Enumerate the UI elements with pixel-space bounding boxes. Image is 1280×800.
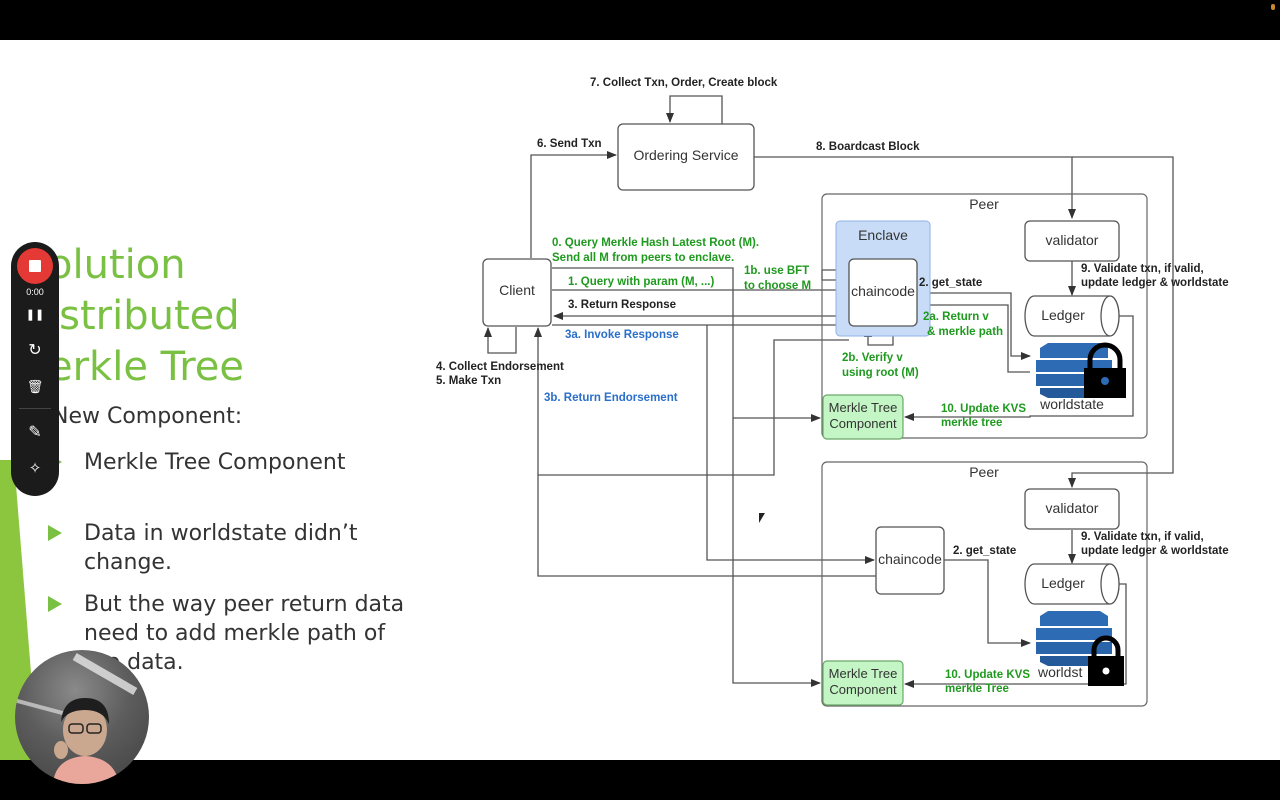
label-step0-line1: 0. Query Merkle Hash Latest Root (M).	[552, 237, 759, 249]
title-line-2: istributed	[48, 293, 240, 339]
arrow-step10-peer1	[904, 315, 1134, 421]
lock-icon	[1088, 635, 1124, 686]
merkle2-label-line2: Component	[829, 682, 897, 697]
pause-icon[interactable]: ❚❚	[25, 309, 45, 321]
label-step1: 1. Query with param (M, ...)	[568, 276, 715, 288]
label-step9-peer2-line1: 9. Validate txn, if valid,	[1081, 531, 1204, 543]
arrow-step3a-peer2	[706, 325, 875, 564]
presentation-slide: olution istributed erkle Tree New Compon…	[0, 40, 1280, 760]
merkle-tree-component-2	[822, 660, 904, 706]
lock-icon	[1084, 342, 1126, 398]
validator2-node	[1024, 488, 1120, 530]
peer2-label: Peer	[969, 464, 999, 480]
label-step10-peer2-line2: merkle Tree	[945, 683, 1009, 695]
chaincode2-label: chaincode	[878, 551, 942, 567]
arrow-step2-peer2	[943, 559, 1031, 647]
arrow-step3b-peer2	[534, 327, 876, 577]
label-step10-peer1-line2: merkle tree	[941, 417, 1002, 429]
arrow-step8-peer1	[754, 156, 1076, 219]
label-step9-peer1-line1: 9. Validate txn, if valid,	[1081, 263, 1204, 275]
title-line-3: erkle Tree	[48, 344, 244, 390]
merkle1-label-line1: Merkle Tree	[829, 400, 898, 415]
merkle1-label-line2: Component	[829, 416, 897, 431]
webcam-overlay[interactable]	[15, 650, 149, 784]
label-step9-peer2-line2: update ledger & worldstate	[1081, 545, 1229, 557]
arrow-step6	[530, 151, 617, 258]
validator1-label: validator	[1046, 232, 1099, 248]
client-label: Client	[499, 282, 535, 298]
label-step3a: 3a. Invoke Response	[565, 329, 679, 341]
label-step2a-line1: 2a. Return v	[923, 311, 989, 323]
arrow-step0	[552, 267, 821, 422]
presenter-video-frame	[15, 653, 138, 784]
slide-title: olution istributed erkle Tree	[48, 240, 244, 393]
sparkle-icon[interactable]: ✧	[28, 460, 42, 477]
arrow-step3b-peer1	[538, 339, 849, 476]
toolbar-divider	[19, 408, 51, 409]
label-step5: 5. Make Txn	[436, 375, 501, 387]
ordering-service-node	[617, 123, 755, 191]
ledger2-label: Ledger	[1041, 575, 1085, 591]
validator2-label: validator	[1046, 500, 1099, 516]
worldstate1-label: worldstate	[1039, 396, 1104, 412]
label-step1b-line2: to choose M	[744, 280, 811, 292]
mouse-cursor-icon	[759, 513, 765, 523]
label-step3b: 3b. Return Endorsement	[544, 392, 678, 404]
bullet-triangle-icon	[48, 596, 62, 612]
client-node	[482, 258, 552, 327]
arrow-step2-peer1	[917, 292, 1031, 360]
ledger1-label: Ledger	[1041, 307, 1085, 323]
architecture-diagram: Ordering Service Client Peer Enclave cha…	[436, 77, 1229, 707]
peer2-container	[821, 461, 1148, 707]
arrow-step8-peer2	[1068, 156, 1174, 488]
label-step10-peer1-line1: 10. Update KVS	[941, 403, 1026, 415]
restart-icon[interactable]: ↻	[28, 342, 42, 359]
title-line-1: olution	[48, 242, 186, 288]
label-step2b-line2: using root (M)	[842, 367, 919, 379]
merkle-tree-component-1	[822, 394, 904, 440]
arrow-step4-loop	[484, 327, 517, 354]
arrow-step0-peer2	[732, 418, 821, 687]
bottom-black-bar	[0, 760, 1280, 800]
recorder-toolbar: 0:00 ❚❚ ↻ 🗑 ✎ ✧	[11, 242, 59, 496]
label-step2-peer2: 2. get_state	[953, 545, 1016, 557]
merkle2-label-line1: Merkle Tree	[829, 666, 898, 681]
peer1-label: Peer	[969, 196, 999, 212]
label-step7: 7. Collect Txn, Order, Create block	[590, 77, 778, 89]
label-step10-peer2-line1: 10. Update KVS	[945, 669, 1030, 681]
worldstate2-label: worldst	[1037, 664, 1082, 680]
ledger2-cylinder	[1024, 563, 1120, 605]
arrow-step2a	[918, 301, 1030, 373]
label-step3: 3. Return Response	[568, 299, 676, 311]
trash-icon[interactable]: 🗑	[26, 379, 44, 394]
label-step8: 8. Boardcast Block	[816, 141, 920, 153]
label-step9-peer1-line2: update ledger & worldstate	[1081, 277, 1229, 289]
ledger1-cylinder	[1024, 295, 1120, 337]
chaincode2-node	[875, 526, 945, 595]
label-step2a-line2: & merkle path	[927, 326, 1003, 338]
enclave-label: Enclave	[858, 227, 908, 243]
label-step6: 6. Send Txn	[537, 138, 602, 150]
bullet-triangle-icon	[48, 525, 62, 541]
arrow-step10-peer2	[904, 583, 1127, 688]
ordering-service-label: Ordering Service	[633, 147, 738, 163]
pencil-icon[interactable]: ✎	[28, 424, 42, 441]
label-step2-peer1: 2. get_state	[919, 277, 982, 289]
validator1-node	[1024, 220, 1120, 262]
recording-timer: 0:00	[26, 287, 44, 297]
chaincode1-label: chaincode	[851, 283, 915, 299]
label-step4: 4. Collect Endorsement	[436, 361, 564, 373]
stop-recording-button[interactable]	[17, 248, 53, 284]
top-black-bar	[0, 0, 1280, 40]
arrow-step7-loop	[666, 95, 723, 124]
chaincode1-node	[848, 258, 918, 327]
label-step2b-line1: 2b. Verify v	[842, 352, 903, 364]
peer1-container	[821, 193, 1148, 439]
label-step1b-line1: 1b. use BFT	[744, 265, 809, 277]
recording-indicator-icon	[1271, 4, 1275, 10]
slide-subheading: New Component:	[52, 404, 243, 429]
label-step0-line2: Send all M from peers to enclave.	[552, 252, 734, 264]
